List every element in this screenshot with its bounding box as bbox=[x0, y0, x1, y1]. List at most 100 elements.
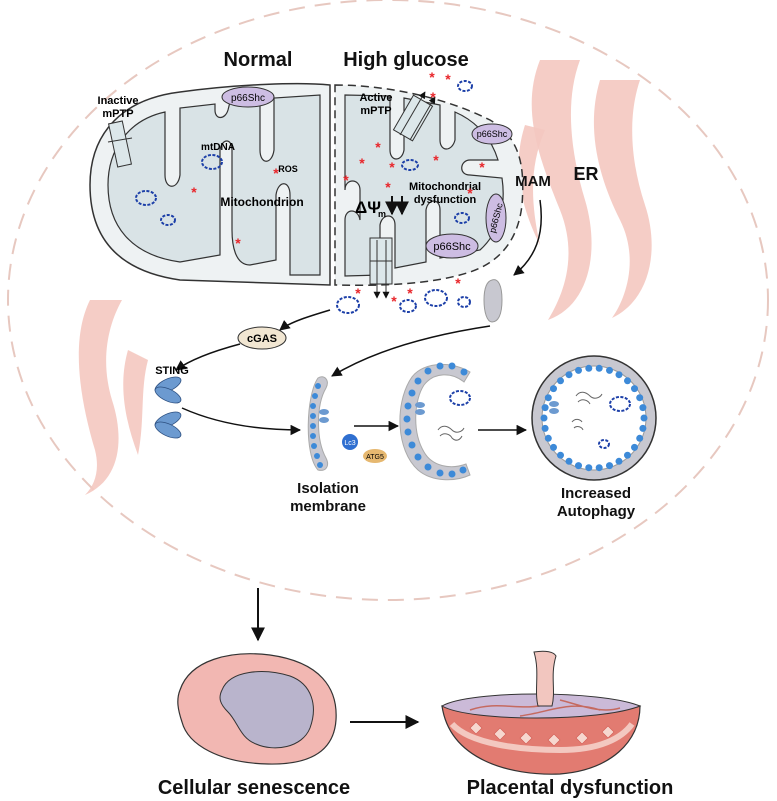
svg-text:*: * bbox=[455, 275, 461, 291]
normal-title: Normal bbox=[224, 49, 293, 71]
p66shc-high-2: p66Shc bbox=[485, 193, 507, 243]
delta-psi-symbol: ΔΨ bbox=[355, 198, 381, 217]
svg-text:*: * bbox=[385, 179, 391, 195]
p66shc-high-1-label: p66Shc bbox=[477, 129, 508, 139]
svg-text:*: * bbox=[433, 152, 439, 168]
svg-text:*: * bbox=[375, 139, 381, 155]
high-glucose-title: High glucose bbox=[343, 49, 469, 71]
autophagosome-dot bbox=[541, 424, 549, 432]
svg-text:*: * bbox=[389, 159, 395, 175]
sting-label: STING bbox=[155, 365, 189, 377]
autophagosome-dot bbox=[636, 394, 644, 402]
sting-dimer-2 bbox=[154, 411, 182, 439]
svg-text:*: * bbox=[191, 184, 197, 200]
autophagosome-dot bbox=[550, 385, 557, 393]
atg5-protein: ATG5 bbox=[363, 449, 387, 463]
svg-text:*: * bbox=[235, 235, 241, 251]
autophagosome-dot bbox=[631, 385, 638, 393]
lc3-protein: Lc3 bbox=[342, 434, 358, 450]
mtdna-label: mtDNA bbox=[201, 142, 235, 153]
svg-text:*: * bbox=[429, 69, 435, 85]
inactive-mptp-label-1: Inactive bbox=[98, 95, 139, 107]
increased-autophagy-label-2: Autophagy bbox=[557, 503, 636, 520]
autophagosome-dot bbox=[541, 404, 549, 412]
p66shc-normal-label: p66Shc bbox=[231, 93, 265, 104]
arrow-to-isolation-membrane bbox=[331, 325, 491, 377]
lower-mptp-channel bbox=[369, 237, 393, 299]
p66shc-normal: p66Shc bbox=[221, 86, 275, 108]
er-label: ER bbox=[573, 164, 598, 184]
released-membrane-fragment bbox=[483, 279, 503, 323]
cgas-label: cGAS bbox=[247, 333, 277, 345]
autophagosome-dot bbox=[585, 364, 593, 372]
arrow-cgas-to-sting bbox=[175, 343, 241, 371]
mam-arrow bbox=[513, 199, 542, 276]
autophagosome-dot bbox=[606, 366, 613, 374]
autophagosome-dot bbox=[606, 462, 613, 470]
ros-stars: * * * * * * * * * * * * * * * * * * bbox=[191, 69, 485, 309]
autophagosome-dot bbox=[624, 377, 631, 385]
svg-text:*: * bbox=[355, 285, 361, 301]
autophagosome-membrane-dots bbox=[540, 364, 648, 472]
autophagosome-dot bbox=[557, 451, 564, 459]
mito-dysfunction-label-2: dysfunction bbox=[414, 194, 477, 206]
mito-dysfunction-label-1: Mitochondrial bbox=[409, 181, 481, 193]
autophagosome-dot bbox=[565, 457, 573, 465]
autophagosome-dot bbox=[640, 414, 648, 422]
inactive-mptp-label-2: mPTP bbox=[102, 108, 133, 120]
cell-boundary bbox=[7, 0, 769, 601]
isolation-membrane-label-1: Isolation bbox=[297, 480, 359, 497]
svg-text:*: * bbox=[359, 155, 365, 171]
autophagosome-dot bbox=[585, 464, 593, 472]
senescent-cell bbox=[177, 653, 337, 765]
autophagosome-dot bbox=[639, 424, 647, 432]
mitochondrion-label: Mitochondrion bbox=[220, 195, 303, 209]
svg-text:*: * bbox=[467, 185, 473, 201]
lc3-label: Lc3 bbox=[344, 440, 355, 447]
autophagosome-dot bbox=[631, 443, 638, 451]
mam-label: MAM bbox=[515, 173, 551, 190]
placental-dysfunction-label: Placental dysfunction bbox=[467, 777, 674, 799]
autophagosome-dot bbox=[575, 462, 582, 470]
p66shc-high-1: p66Shc bbox=[471, 123, 513, 145]
delta-psi-sub: m bbox=[378, 209, 386, 219]
active-mptp-label-1: Active bbox=[359, 92, 392, 104]
placenta bbox=[440, 650, 642, 775]
active-mptp-channel bbox=[392, 91, 436, 142]
inactive-mptp-channel bbox=[107, 120, 133, 168]
isolation-membrane-label-2: membrane bbox=[290, 498, 366, 515]
phagophore bbox=[399, 362, 471, 481]
svg-text:*: * bbox=[479, 159, 485, 175]
svg-text:*: * bbox=[391, 293, 397, 309]
cgas-protein: cGAS bbox=[237, 326, 287, 350]
autophagosome-dot bbox=[595, 464, 603, 472]
isolation-membrane bbox=[307, 376, 329, 471]
autophagosome-dot bbox=[550, 443, 557, 451]
autophagosome-dot bbox=[540, 414, 548, 422]
er-left bbox=[78, 300, 148, 495]
autophagosome-dot bbox=[557, 377, 564, 385]
svg-text:*: * bbox=[407, 285, 413, 301]
autophagosome-dot bbox=[615, 371, 623, 379]
er-right bbox=[518, 60, 652, 320]
autophagosome-dot bbox=[639, 404, 647, 412]
autophagosome-dot bbox=[615, 457, 623, 465]
p66shc-high-3: p66Shc bbox=[425, 233, 479, 259]
svg-text:*: * bbox=[343, 172, 349, 188]
atg5-label: ATG5 bbox=[366, 454, 384, 461]
normal-mitochondrion bbox=[89, 82, 331, 286]
membrane-potential-drop: ΔΨ m bbox=[355, 196, 409, 219]
autophagosome-dot bbox=[575, 366, 582, 374]
svg-text:*: * bbox=[430, 89, 436, 105]
autophagosome-dot bbox=[595, 364, 603, 372]
mtdna-rings bbox=[135, 80, 473, 314]
svg-text:*: * bbox=[273, 165, 279, 181]
autophagosome-dot bbox=[636, 434, 644, 442]
autophagosome bbox=[531, 355, 657, 481]
autophagosome-dot bbox=[544, 394, 552, 402]
increased-autophagy-label-1: Increased bbox=[561, 485, 631, 502]
autophagosome-dot bbox=[565, 371, 573, 379]
arrow-to-cgas bbox=[279, 309, 331, 331]
autophagosome-dot bbox=[624, 451, 631, 459]
